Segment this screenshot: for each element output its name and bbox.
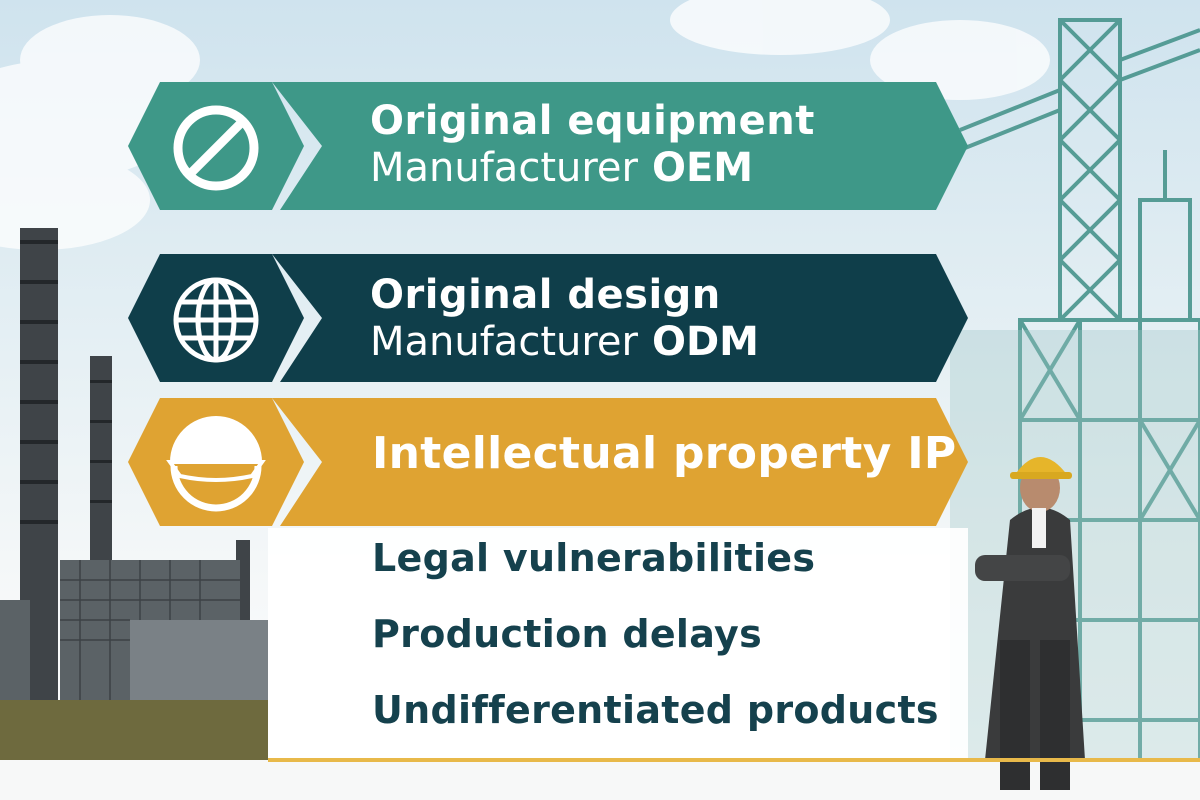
factory-scaffold — [60, 560, 240, 710]
engineer-figure — [975, 457, 1085, 790]
odm-abbr: ODM — [651, 319, 759, 366]
footer-accent-line — [268, 758, 1200, 762]
odm-text: Original design Manufacturer ODM — [370, 272, 759, 366]
oem-subtitle: Manufacturer OEM — [370, 145, 815, 192]
risk-undifferentiated: Undifferentiated products — [372, 688, 939, 732]
factory — [0, 228, 268, 710]
oem-title: Original equipment — [370, 98, 815, 144]
ip-banner-arrow — [272, 398, 968, 526]
hard-hat-icon — [160, 412, 272, 512]
oem-banner-arrow — [272, 82, 968, 210]
odm-title: Original design — [370, 272, 721, 318]
oem-abbr: OEM — [651, 145, 754, 192]
risk-legal: Legal vulnerabilities — [372, 536, 816, 580]
oem-manufacturer-label: Manufacturer — [370, 145, 638, 192]
clouds — [0, 0, 1050, 250]
odm-banner-arrow — [272, 254, 968, 382]
ip-title: Intellectual property IP — [372, 428, 957, 479]
oem-text: Original equipment Manufacturer OEM — [370, 98, 815, 192]
odm-manufacturer-label: Manufacturer — [370, 319, 638, 366]
odm-subtitle: Manufacturer ODM — [370, 319, 759, 366]
globe-icon — [168, 272, 264, 368]
chimney-bands — [20, 240, 112, 524]
risk-production: Production delays — [372, 612, 763, 656]
risks-panel: Legal vulnerabilities Production delays … — [268, 528, 968, 760]
grass — [0, 700, 268, 760]
prohibited-icon — [168, 100, 264, 196]
